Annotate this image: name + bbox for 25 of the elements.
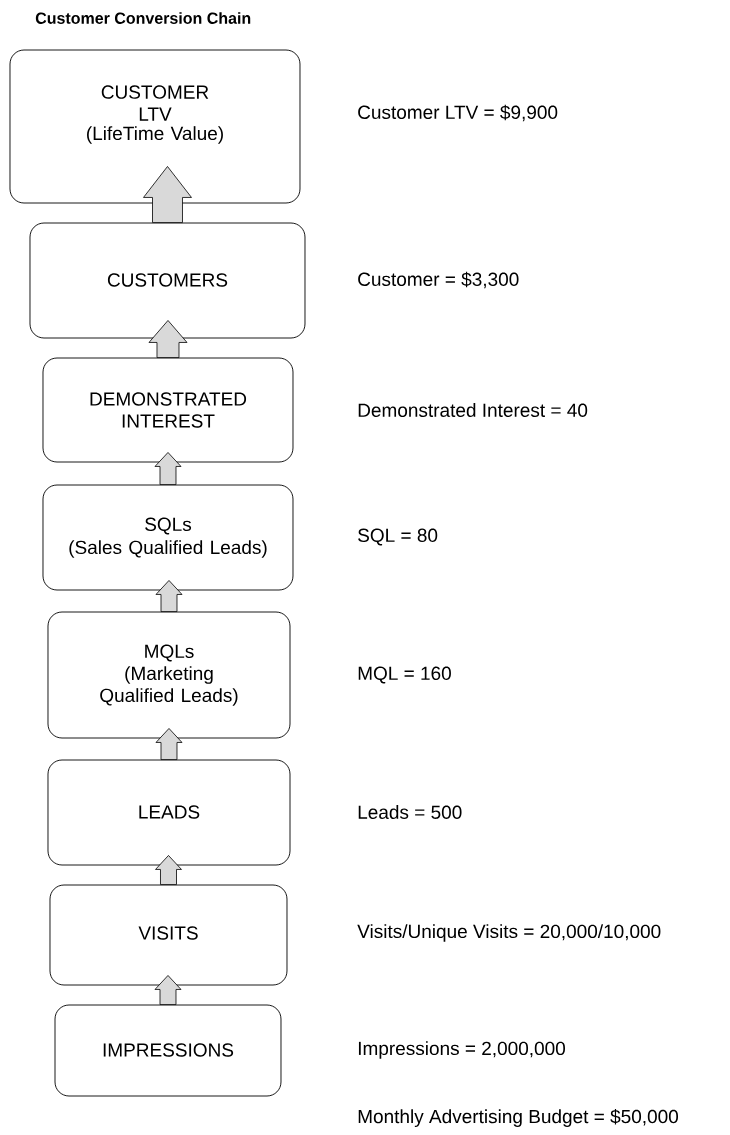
block-arrow — [155, 855, 182, 885]
value-text: Impressions = 2,000,000 — [358, 1041, 565, 1059]
value-text: SQL = 80 — [358, 528, 438, 546]
value-text: MQL = 160 — [358, 666, 451, 684]
stage-box: SQLs (Sales Qualified Leads) — [42, 484, 294, 591]
stage-box: DEMONSTRATED INTEREST — [42, 357, 294, 463]
stage-box: CUSTOMERS — [29, 222, 306, 339]
stage-box: CUSTOMER LTV (LifeTime Value) — [9, 49, 301, 204]
stage-box: LEADS — [47, 759, 291, 866]
block-arrow — [148, 320, 188, 358]
block-arrow — [155, 580, 183, 612]
value-text: Customer LTV = $9,900 — [358, 104, 558, 122]
value-text: Customer = $3,300 — [358, 271, 519, 289]
block-arrow — [155, 728, 183, 760]
value-text: Visits/Unique Visits = 20,000/10,000 — [357, 924, 661, 942]
stage-box: MQLs (Marketing Qualified Leads) — [47, 611, 291, 739]
value-text: Demonstrated Interest = 40 — [358, 403, 588, 417]
value-text: Monthly Advertising Budget = $50,000 — [358, 1109, 678, 1127]
stage-box: VISITS — [49, 884, 288, 986]
block-arrow — [143, 166, 192, 223]
stage-box: IMPRESSIONS — [54, 1004, 282, 1097]
value-text: Leads = 500 — [358, 805, 462, 819]
block-arrow — [154, 975, 182, 1005]
title: Customer Conversion Chain — [35, 12, 251, 24]
block-arrow — [154, 452, 182, 485]
